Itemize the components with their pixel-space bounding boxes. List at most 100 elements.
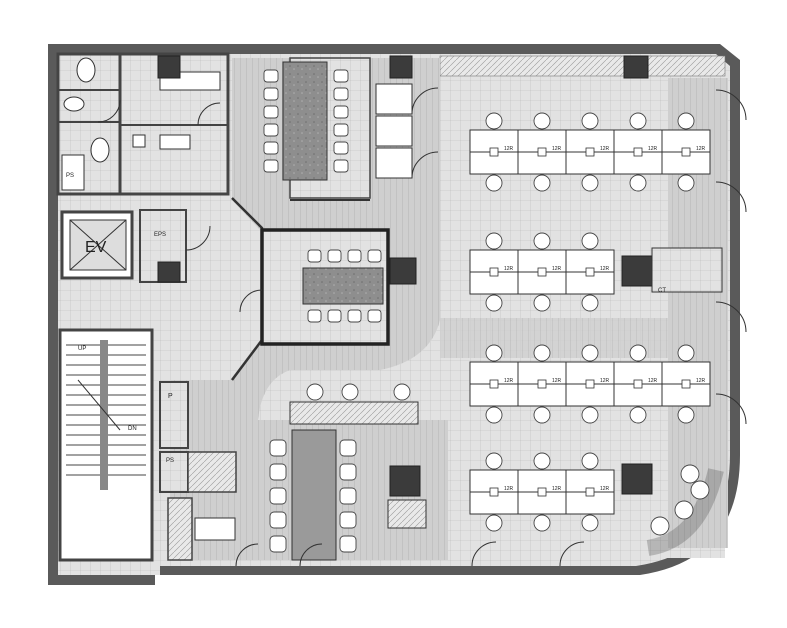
lounge-table-area <box>269 429 427 561</box>
elevator: EV <box>60 210 134 280</box>
chair <box>263 159 279 173</box>
chair <box>533 112 551 130</box>
ps-label: PS <box>66 173 74 179</box>
monitor <box>681 147 691 157</box>
meeting-table-2 <box>302 267 384 305</box>
desk-size-label: 12R <box>600 486 610 492</box>
monitor <box>537 379 547 389</box>
chair <box>269 439 287 457</box>
chair <box>333 69 349 83</box>
chair <box>485 514 503 532</box>
chair <box>339 511 357 529</box>
chair <box>307 249 322 263</box>
reception-counter <box>194 517 236 541</box>
desk-size-label: 12R <box>600 146 610 152</box>
chair <box>581 294 599 312</box>
lounge-table <box>291 429 337 561</box>
toilet-icon <box>76 57 96 83</box>
chair <box>367 309 382 323</box>
chair <box>581 232 599 250</box>
desk-size-label: 12R <box>504 146 514 152</box>
monitor <box>537 267 547 277</box>
chair <box>327 309 342 323</box>
desk-size-label: 12R <box>552 266 562 272</box>
monitor <box>537 147 547 157</box>
staircase: UP DN <box>58 328 154 562</box>
desk-size-label: 12R <box>648 146 658 152</box>
eps-label: EPS <box>154 232 166 238</box>
ct-label: CT <box>658 288 666 294</box>
p-label: P <box>168 393 173 400</box>
desk-size-label: 12R <box>552 486 562 492</box>
chair <box>677 344 695 362</box>
stair-down-label: DN <box>128 426 137 432</box>
chair <box>333 159 349 173</box>
chair <box>629 344 647 362</box>
monitor <box>489 487 499 497</box>
chair <box>339 463 357 481</box>
window-planter-strip <box>439 55 726 77</box>
chair <box>339 439 357 457</box>
chair <box>269 535 287 553</box>
chair <box>263 69 279 83</box>
kitchen-unit <box>387 499 427 529</box>
chair <box>677 112 695 130</box>
desk-size-label: 12R <box>552 378 562 384</box>
sink-counter <box>159 134 191 150</box>
monitor <box>633 379 643 389</box>
monitor <box>585 487 595 497</box>
chair <box>581 452 599 470</box>
chair <box>581 514 599 532</box>
chair <box>347 249 362 263</box>
chair <box>333 141 349 155</box>
chair <box>327 249 342 263</box>
pantry-stools <box>306 383 411 401</box>
chair <box>347 309 362 323</box>
meeting-table <box>282 61 328 181</box>
chair <box>485 344 503 362</box>
chair <box>581 406 599 424</box>
monitor <box>585 379 595 389</box>
toilet-icon <box>90 137 110 163</box>
chair <box>333 105 349 119</box>
desk-size-label: 12R <box>696 378 706 384</box>
chair <box>533 294 551 312</box>
chair <box>269 511 287 529</box>
ps-label-2: PS <box>166 458 174 464</box>
pantry-counter <box>289 401 419 425</box>
chair <box>263 141 279 155</box>
chair <box>269 487 287 505</box>
chair <box>307 309 322 323</box>
doors <box>235 89 747 567</box>
structural-columns <box>157 55 653 495</box>
chair <box>485 294 503 312</box>
phone-booths <box>375 83 439 179</box>
monitor <box>585 267 595 277</box>
desk-size-label: 12R <box>504 266 514 272</box>
chair <box>533 344 551 362</box>
chair <box>485 174 503 192</box>
chair <box>533 232 551 250</box>
chair <box>367 249 382 263</box>
eps-room: EPS <box>139 209 211 283</box>
chair <box>333 123 349 137</box>
chair <box>269 463 287 481</box>
desk-size-label: 12R <box>696 146 706 152</box>
chair <box>629 174 647 192</box>
monitor <box>489 267 499 277</box>
ct-counter: CT <box>651 247 723 294</box>
chair <box>629 406 647 424</box>
chair <box>581 174 599 192</box>
desk-size-label: 12R <box>600 266 610 272</box>
monitor <box>681 379 691 389</box>
chair <box>333 87 349 101</box>
center-meeting-room <box>239 228 417 346</box>
urinal-icon <box>132 134 146 148</box>
desk-size-label: 12R <box>600 378 610 384</box>
chair <box>581 344 599 362</box>
